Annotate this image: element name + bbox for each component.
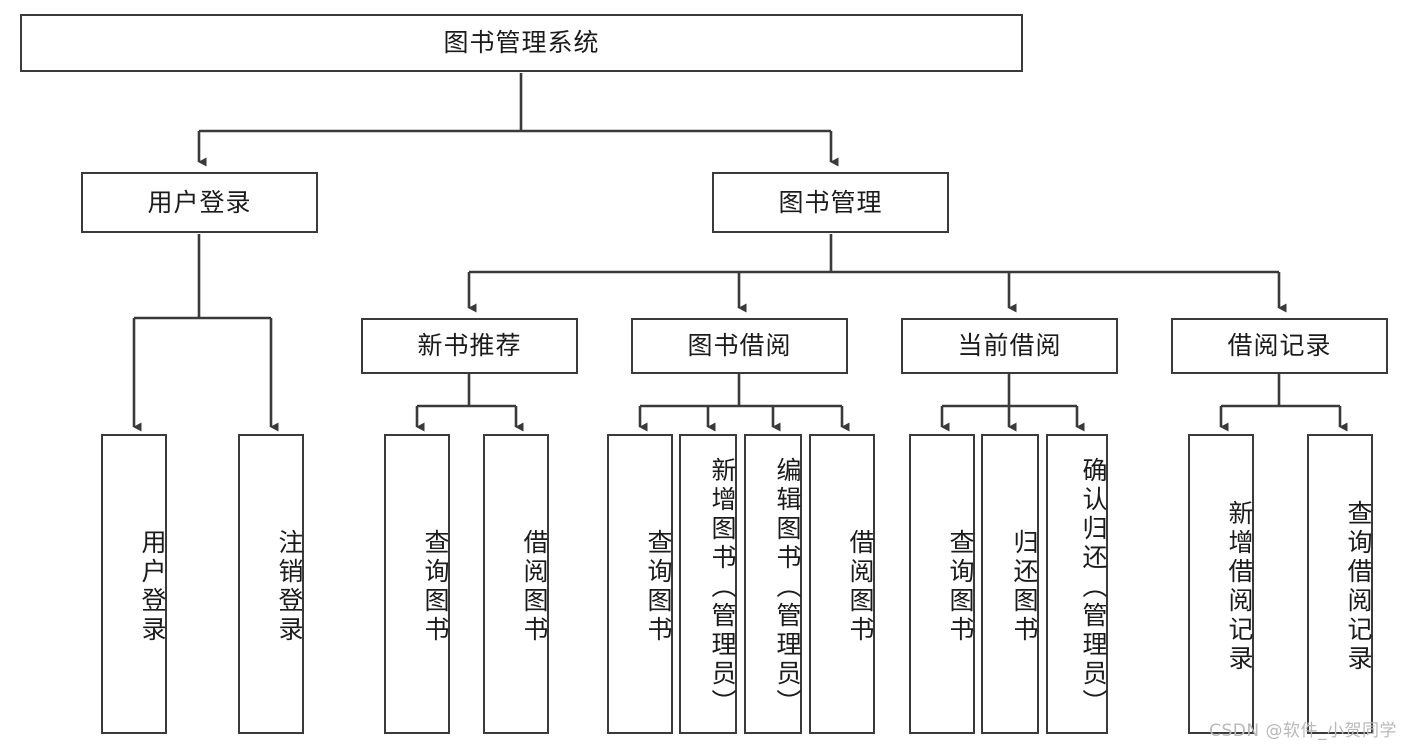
node-label: 查询借阅记录 <box>1344 500 1373 674</box>
node-label: 新增图书（管理员） <box>708 456 737 718</box>
node-book-borrow[interactable]: 图书借阅 <box>631 318 848 374</box>
node-label: 图书管理 <box>778 187 883 217</box>
node-leaf-borrow-book[interactable]: 借阅图书 <box>809 434 875 734</box>
node-label: 用户登录 <box>138 529 167 645</box>
node-leaf-query-borrow-record[interactable]: 查询借阅记录 <box>1307 434 1373 734</box>
node-label: 查询图书 <box>421 529 450 645</box>
node-label: 图书借阅 <box>687 331 792 361</box>
node-label: 图书管理系统 <box>443 28 600 58</box>
node-label: 用户登录 <box>147 187 252 217</box>
node-leaf-edit-book-admin[interactable]: 编辑图书（管理员） <box>744 434 802 734</box>
node-user-login[interactable]: 用户登录 <box>81 172 318 233</box>
node-label: 当前借阅 <box>957 331 1062 361</box>
node-label: 确认归还（管理员） <box>1079 456 1108 718</box>
node-leaf-return-book[interactable]: 归还图书 <box>981 434 1039 734</box>
node-label: 新书推荐 <box>417 331 522 361</box>
node-label: 查询图书 <box>946 529 975 645</box>
node-leaf-logout[interactable]: 注销登录 <box>238 434 304 734</box>
node-label: 借阅图书 <box>520 529 549 645</box>
node-root-system[interactable]: 图书管理系统 <box>20 14 1023 72</box>
node-label: 借阅图书 <box>846 529 875 645</box>
node-new-book-recommend[interactable]: 新书推荐 <box>361 318 578 374</box>
csdn-watermark: CSDN @软件_小贺同学 <box>1209 721 1397 741</box>
node-leaf-recommend-borrow-book[interactable]: 借阅图书 <box>483 434 549 734</box>
node-leaf-borrow-query-book[interactable]: 查询图书 <box>607 434 673 734</box>
node-label: 注销登录 <box>275 529 304 645</box>
node-leaf-current-query-book[interactable]: 查询图书 <box>909 434 975 734</box>
node-label: 借阅记录 <box>1227 331 1332 361</box>
node-label: 查询图书 <box>644 529 673 645</box>
node-current-borrow[interactable]: 当前借阅 <box>901 318 1118 374</box>
node-leaf-add-book-admin[interactable]: 新增图书（管理员） <box>679 434 737 734</box>
node-leaf-confirm-return-admin[interactable]: 确认归还（管理员） <box>1046 434 1108 734</box>
node-borrow-record[interactable]: 借阅记录 <box>1171 318 1388 374</box>
node-label: 归还图书 <box>1010 529 1039 645</box>
node-leaf-add-borrow-record[interactable]: 新增借阅记录 <box>1188 434 1254 734</box>
node-book-management[interactable]: 图书管理 <box>712 172 949 233</box>
node-leaf-user-login[interactable]: 用户登录 <box>101 434 167 734</box>
node-label: 编辑图书（管理员） <box>773 456 802 718</box>
node-label: 新增借阅记录 <box>1225 500 1254 674</box>
node-leaf-recommend-query-book[interactable]: 查询图书 <box>384 434 450 734</box>
